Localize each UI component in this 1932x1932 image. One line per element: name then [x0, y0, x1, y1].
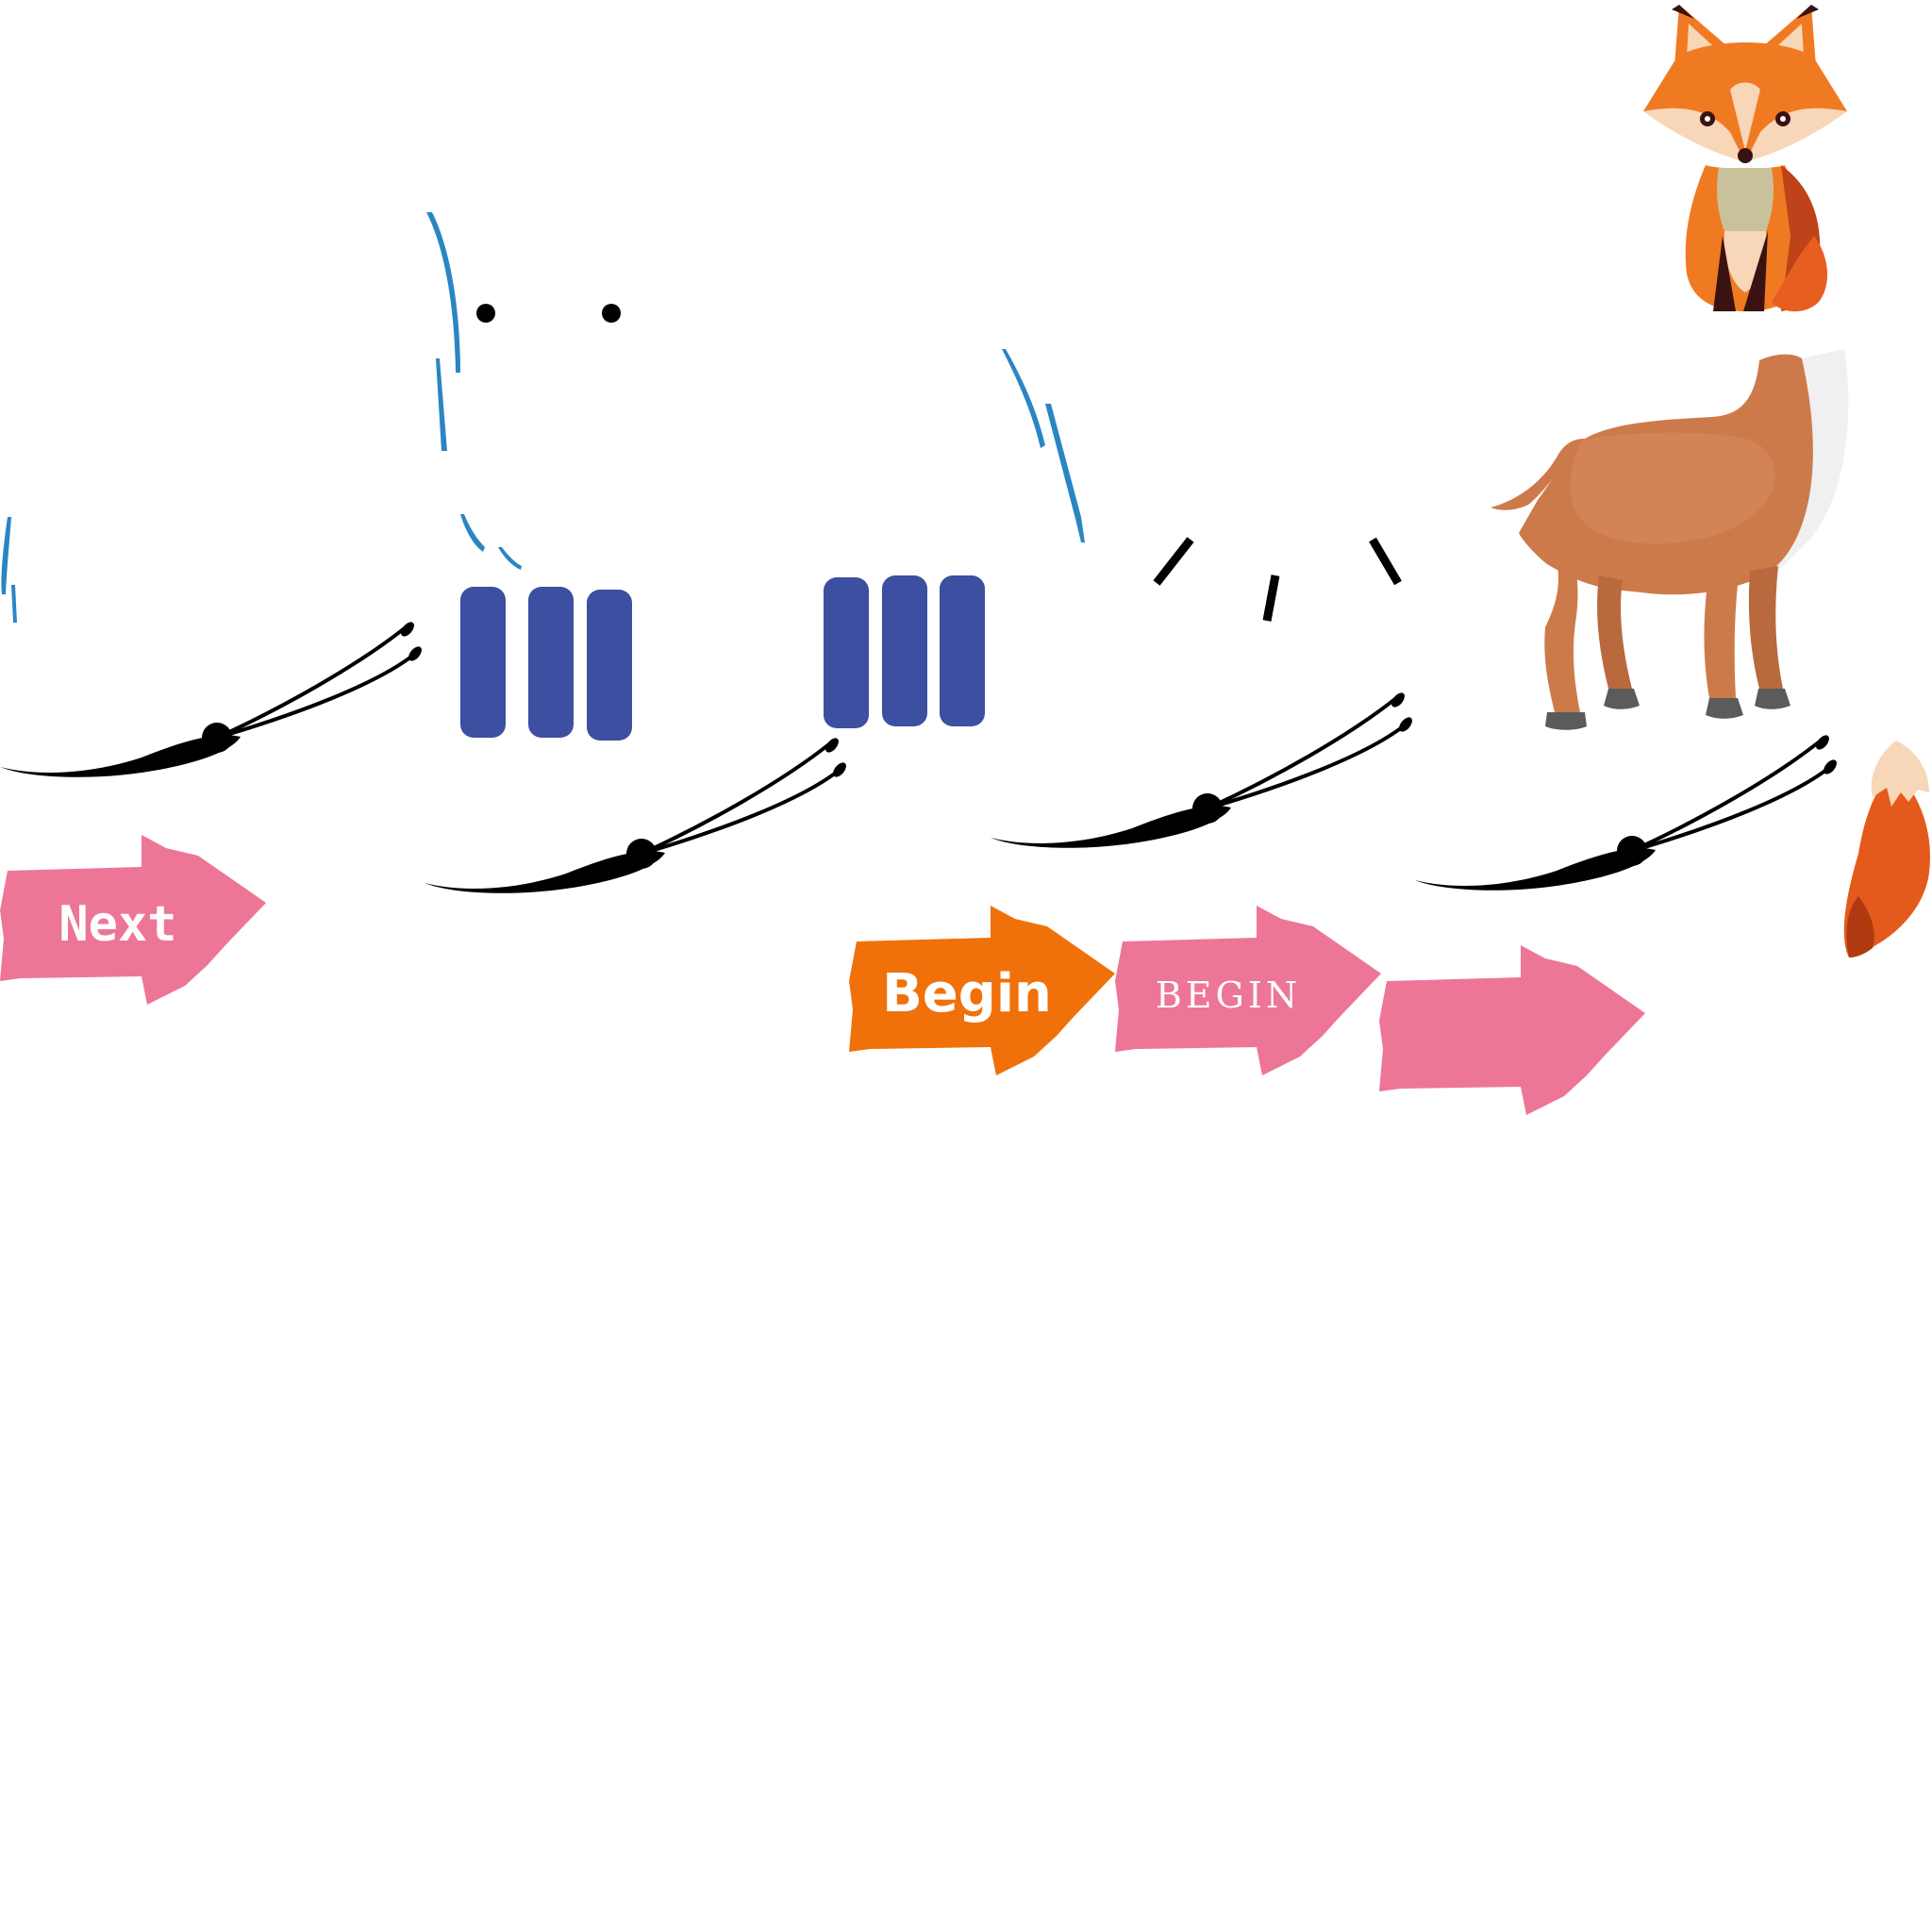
pause-bar	[460, 587, 506, 738]
next-button[interactable]: Next	[0, 835, 266, 1005]
rain-stroke-icon	[498, 547, 522, 570]
mustache-icon	[0, 617, 426, 779]
begin-button-orange-label: Begin	[882, 963, 1052, 1024]
rain-stroke-icon	[1, 517, 12, 594]
pause-bar	[528, 587, 574, 738]
pause-bar	[940, 575, 985, 726]
eye-dot-icon	[476, 304, 495, 323]
rain-stroke-icon	[1045, 404, 1085, 542]
arrow-shape	[1379, 945, 1645, 1115]
rain-stroke-icon	[436, 358, 447, 451]
fox-tail-icon	[1843, 741, 1930, 958]
pause-button-2[interactable]	[824, 575, 985, 728]
eye-dot-icon	[602, 304, 621, 323]
deer-body-icon	[1491, 349, 1849, 730]
begin-button-orange[interactable]: Begin	[849, 906, 1115, 1075]
dash-line-icon	[1153, 537, 1194, 586]
mustache-icon	[989, 688, 1417, 850]
pause-bar	[824, 577, 869, 728]
begin-button-pink[interactable]: BEGIN	[1115, 906, 1381, 1075]
rain-stroke-icon	[1002, 349, 1045, 448]
dash-line-icon	[1262, 575, 1280, 622]
dash-line-icon	[1369, 537, 1402, 586]
pause-bar	[882, 575, 927, 726]
rain-strokes	[1, 212, 1085, 623]
rain-stroke-icon	[426, 212, 460, 373]
blank-arrow-button[interactable]	[1379, 945, 1645, 1115]
begin-button-pink-label: BEGIN	[1156, 974, 1301, 1016]
mustache-icon	[1413, 730, 1841, 892]
mustache-icon	[423, 733, 851, 895]
accent-lines	[1153, 537, 1402, 622]
pause-button-1[interactable]	[460, 587, 632, 741]
pause-bar	[587, 590, 632, 741]
rain-stroke-icon	[11, 585, 17, 623]
rain-stroke-icon	[460, 514, 485, 552]
fox-icon	[1643, 5, 1847, 312]
next-button-label: Next	[58, 896, 176, 953]
